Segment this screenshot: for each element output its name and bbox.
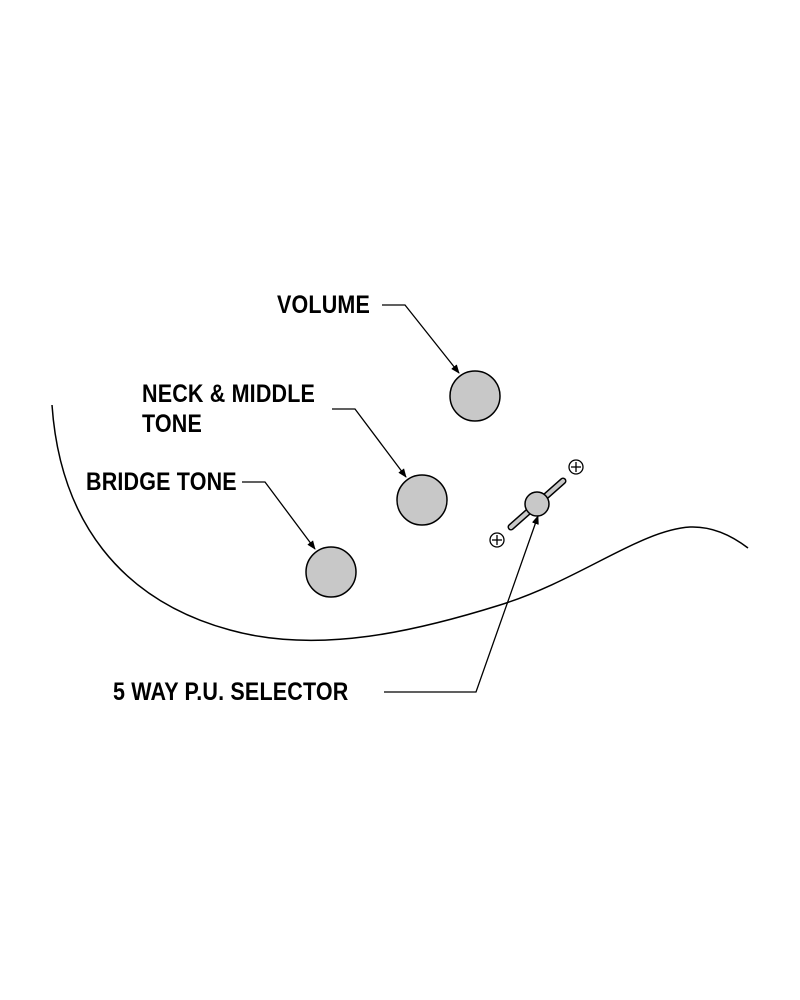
screw-icon-bottom (489, 532, 505, 548)
neck-middle-tone-knob (396, 474, 448, 526)
bridge-tone-leader-line (242, 481, 316, 550)
neck-middle-tone-leader-line (332, 408, 407, 478)
neck-middle-tone-label: NECK & MIDDLE TONE (142, 380, 316, 438)
selector-label: 5 WAY P.U. SELECTOR (113, 678, 349, 706)
bridge-tone-knob (305, 546, 357, 598)
body-outline (51, 404, 749, 642)
selector-leader-line (384, 515, 539, 693)
screw-icon-top (568, 459, 584, 475)
volume-label: VOLUME (277, 291, 371, 319)
volume-knob (449, 370, 501, 422)
volume-leader-line (382, 304, 460, 374)
bridge-tone-label: BRIDGE TONE (86, 468, 237, 496)
pickup-selector-switch (507, 477, 567, 531)
selector-tip (524, 491, 550, 517)
